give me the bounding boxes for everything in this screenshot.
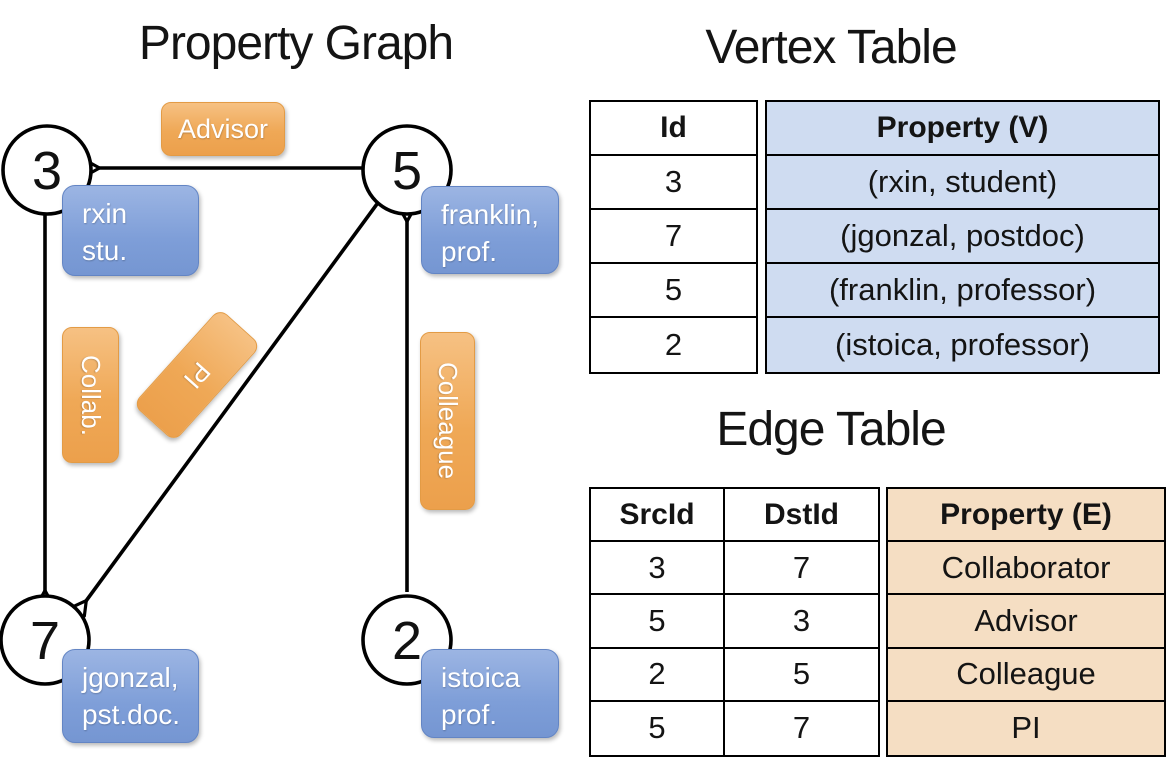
edge-pi-arrow [70, 202, 379, 618]
edge-table-property-cell: Colleague [888, 649, 1164, 702]
vertex-table-title: Vertex Table [705, 21, 957, 74]
edge-label-collab: Collab. [62, 327, 119, 463]
edge-table-dstid-cell: 5 [725, 649, 878, 702]
vertex-label-line: pst.doc. [82, 699, 181, 731]
vertex-label-line: prof. [441, 236, 498, 268]
edge-table-srcid-cell: 5 [591, 595, 725, 649]
vertex-label-rxin: rxin stu. [62, 185, 199, 276]
node-id-5: 5 [392, 141, 422, 201]
edge-table-dstid-cell: 7 [792, 710, 811, 746]
vertex-table-property-header: Property (V) [767, 102, 1158, 156]
edge-table-property-header: Property (E) [888, 489, 1164, 543]
edge-table-dstid-cell: 3 [725, 595, 878, 649]
vertex-label-istoica: istoica prof. [421, 649, 559, 738]
vertex-label-franklin: franklin, prof. [421, 186, 559, 274]
edge-label-advisor: Advisor [161, 102, 285, 156]
edge-table-property-cell: Collaborator [888, 542, 1164, 596]
vertex-label-line: jgonzal, [82, 662, 179, 693]
vertex-table-property-cell: (rxin, student) [767, 156, 1158, 210]
vertex-label-line: franklin, [441, 199, 540, 230]
edge-table-srcid-header: SrcId [591, 489, 725, 543]
vertex-table-id-column: Id 3 7 5 2 [589, 100, 758, 374]
vertex-label-jgonzal: jgonzal, pst.doc. [62, 649, 199, 743]
edge-table-dstid-cell: 7 [725, 542, 878, 596]
edge-table-srcid-cell: 5 [591, 701, 725, 755]
edge-table-property-cell: PI [1011, 710, 1041, 746]
vertex-table-id-header: Id [591, 102, 756, 156]
edge-table-srcid-cell: 3 [591, 542, 725, 596]
vertex-table-property-cell: (jgonzal, postdoc) [767, 210, 1158, 264]
node-id-3: 3 [32, 141, 62, 201]
vertex-table-property-column: Property (V) (rxin, student) (jgonzal, p… [765, 100, 1160, 374]
edge-table-id-columns: SrcId DstId 3 7 5 3 2 5 5 7 [589, 487, 880, 757]
vertex-table-id-cell: 3 [591, 156, 756, 210]
vertex-table-property-cell: (istoica, professor) [835, 327, 1090, 362]
edge-label-colleague: Colleague [420, 332, 475, 510]
vertex-label-line: rxin [82, 198, 128, 229]
edge-table-srcid-cell: 2 [591, 648, 725, 702]
vertex-label-line: stu. [82, 235, 128, 267]
edge-table-property-column: Property (E) Collaborator Advisor Collea… [886, 487, 1166, 757]
property-graph-title: Property Graph [138, 17, 454, 70]
node-id-7: 7 [30, 611, 60, 671]
edge-table-title: Edge Table [716, 403, 946, 456]
node-id-2: 2 [392, 611, 422, 671]
vertex-label-line: istoica [441, 662, 521, 693]
vertex-table-id-cell: 2 [664, 327, 683, 362]
vertex-table-id-cell: 5 [591, 264, 756, 318]
vertex-label-line: prof. [441, 699, 498, 731]
vertex-table-id-cell: 7 [591, 210, 756, 264]
vertex-table-property-cell: (franklin, professor) [767, 264, 1158, 318]
edge-table-dstid-header: DstId [725, 489, 878, 543]
edge-table-property-cell: Advisor [888, 595, 1164, 649]
